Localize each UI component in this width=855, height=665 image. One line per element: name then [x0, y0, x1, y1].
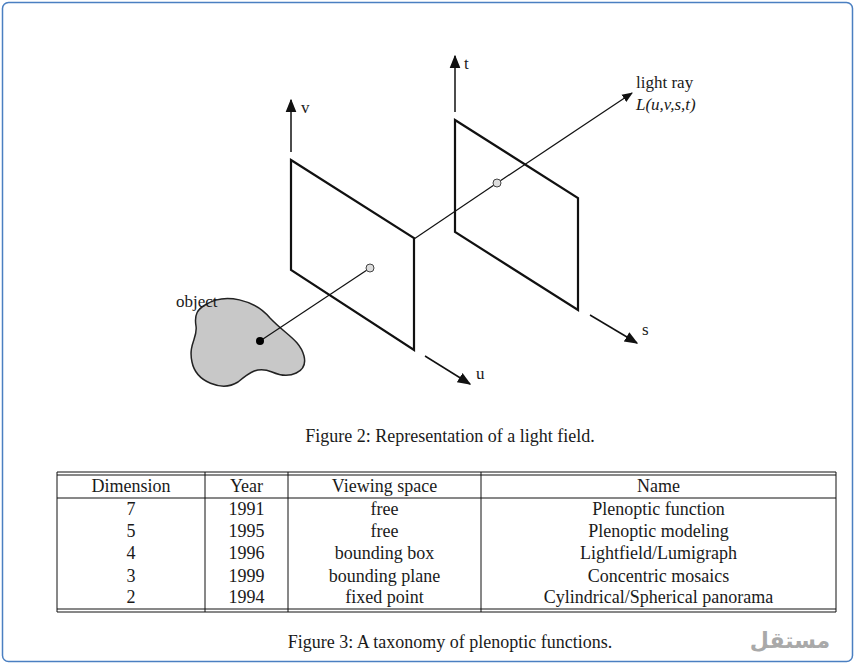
axis-label: u — [476, 364, 485, 384]
axis-label: s — [642, 320, 649, 340]
table-rules — [57, 472, 836, 612]
table-cell: 1999 — [229, 566, 265, 588]
t-axis — [454, 56, 456, 112]
v-axis — [290, 100, 292, 152]
table-cell: 1995 — [229, 521, 265, 543]
table-cell: 7 — [127, 499, 136, 521]
axis-label: v — [301, 98, 310, 118]
st-plane — [455, 120, 578, 310]
table-cell: 1996 — [229, 543, 265, 565]
table-cell: 1991 — [229, 499, 265, 521]
uv-intersection — [366, 264, 374, 272]
table-header: Viewing space — [332, 476, 437, 498]
table-cell: Cylindrical/Spherical panorama — [544, 587, 773, 609]
watermark: مستقل — [750, 628, 830, 654]
figure-caption: Figure 3: A taxonomy of plenoptic functi… — [288, 632, 612, 654]
table-cell: Lightfield/Lumigraph — [580, 543, 737, 565]
st-intersection — [493, 179, 501, 187]
table-header: Year — [230, 476, 263, 498]
s-axis — [590, 315, 637, 343]
table-cell: bounding box — [335, 543, 435, 565]
object-blob — [191, 299, 305, 386]
object-label: object — [176, 292, 218, 312]
table-cell: 2 — [127, 587, 136, 609]
ray-segment — [500, 93, 632, 181]
ray-segment — [414, 185, 494, 239]
figure-caption: Figure 2: Representation of a light fiel… — [305, 426, 594, 448]
table-cell: Plenoptic function — [592, 499, 724, 521]
ray-segment — [260, 270, 367, 341]
table-header: Dimension — [92, 476, 171, 498]
ray-formula: L(u,v,s,t) — [636, 95, 696, 115]
table-cell: 5 — [127, 521, 136, 543]
table-cell: fixed point — [345, 587, 424, 609]
object-point — [256, 337, 264, 345]
table-cell: 3 — [127, 566, 136, 588]
ray-label: light ray — [636, 73, 693, 93]
table-cell: free — [371, 521, 399, 543]
table-cell: free — [371, 499, 399, 521]
table-cell: Plenoptic modeling — [588, 521, 728, 543]
axis-label: t — [464, 54, 469, 74]
table-cell: 1994 — [229, 587, 265, 609]
page-border — [3, 3, 853, 662]
table-cell: Concentric mosaics — [588, 566, 729, 588]
table-cell: bounding plane — [329, 566, 440, 588]
u-axis — [425, 356, 470, 384]
table-cell: 4 — [127, 543, 136, 565]
uv-plane — [291, 160, 414, 350]
table-header: Name — [637, 476, 680, 498]
